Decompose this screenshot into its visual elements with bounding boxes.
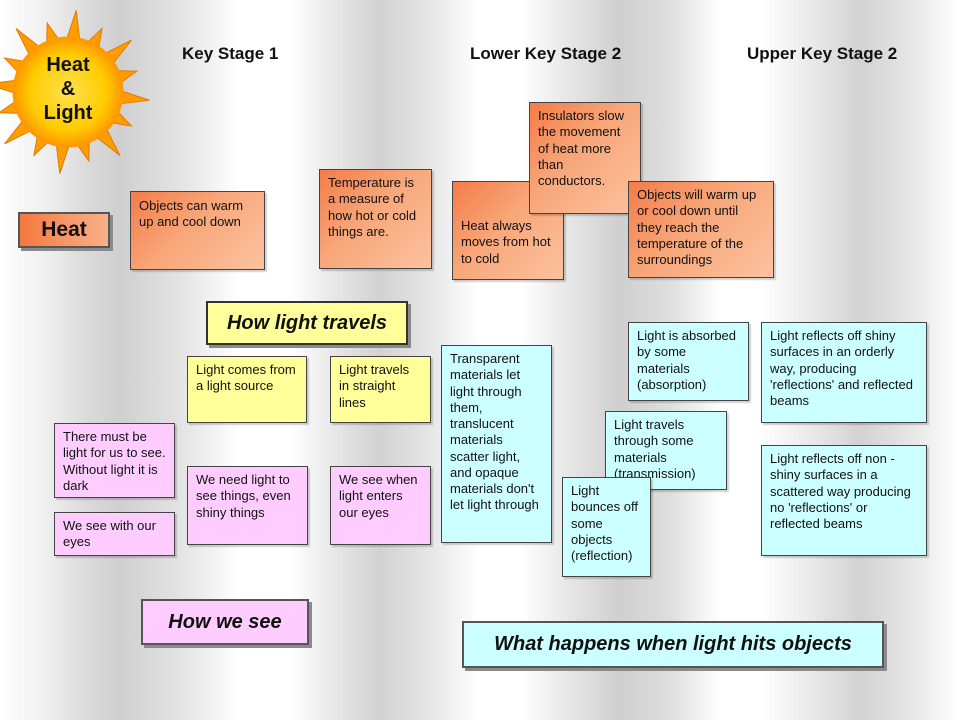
box-light-source: Light comes from a light source [187,356,307,423]
box-temperature-measure: Temperature is a measure of how hot or c… [319,169,432,269]
label-light-hits-objects-text: What happens when light hits objects [494,633,852,655]
label-heat: Heat [18,212,110,248]
header-upper-key-stage-2: Upper Key Stage 2 [747,44,898,63]
label-how-light-travels: How light travels [206,301,408,345]
sun-icon: Heat & Light [0,0,170,190]
box-light-reflection: Light bounces off some objects (reflecti… [562,477,651,577]
label-heat-text: Heat [41,218,87,241]
header-lower-key-stage-2: Lower Key Stage 2 [470,44,622,63]
box-light-transmission: Light travels through some materials (tr… [605,411,727,490]
sun-line-heat: Heat [46,54,90,76]
box-straight-lines: Light travels in straight lines [330,356,431,423]
box-need-light: We need light to see things, even shiny … [187,466,308,545]
box-non-shiny-surfaces: Light reflects off non - shiny surfaces … [761,445,927,556]
sun-title: Heat & Light [18,53,118,125]
header-key-stage-1: Key Stage 1 [182,44,279,63]
box-transparent-materials: Transparent materials let light through … [441,345,552,543]
label-how-light-travels-text: How light travels [226,312,388,334]
box-insulators: Insulators slow the movement of heat mor… [529,102,641,214]
label-how-we-see: How we see [141,599,309,645]
box-objects-surroundings: Objects will warm up or cool down until … [628,181,774,278]
label-light-hits-objects: What happens when light hits objects [462,621,884,668]
box-see-with-eyes: We see with our eyes [54,512,175,556]
box-objects-warm-up: Objects can warm up and cool down [130,191,265,270]
box-must-be-light: There must be light for us to see. Witho… [54,423,175,498]
box-light-enters-eyes: We see when light enters our eyes [330,466,431,545]
box-light-absorbed: Light is absorbed by some materials (abs… [628,322,749,401]
box-shiny-surfaces: Light reflects off shiny surfaces in an … [761,322,927,423]
sun-line-amp: & [60,78,76,100]
sun-line-light: Light [43,102,93,124]
label-how-we-see-text: How we see [168,611,282,633]
